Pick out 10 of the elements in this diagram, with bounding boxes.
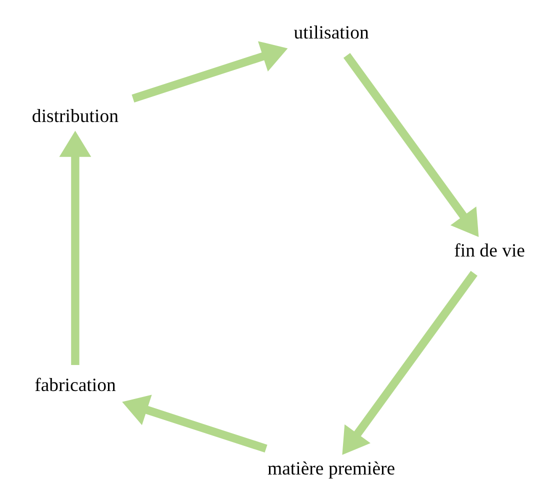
node-text: fin de vie xyxy=(454,240,525,262)
arrow xyxy=(342,53,478,237)
arrow xyxy=(342,270,477,455)
arrow xyxy=(122,394,267,453)
node-text: utilisation xyxy=(293,22,368,44)
arrow xyxy=(58,130,91,366)
node-text: fabrication xyxy=(34,375,116,396)
node-text: distribution xyxy=(31,106,118,127)
node-text: matière première xyxy=(267,458,395,480)
arrow xyxy=(131,41,288,102)
